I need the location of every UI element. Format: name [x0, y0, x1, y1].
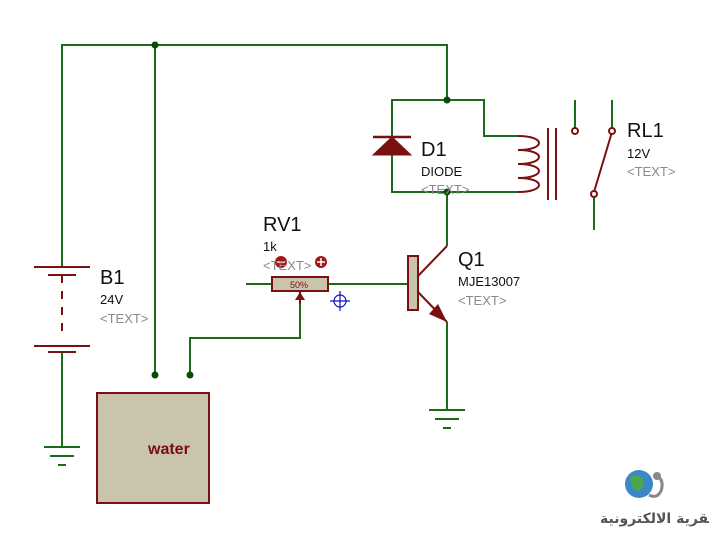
- transistor-ref: Q1: [458, 249, 485, 271]
- battery-ref: B1: [100, 267, 124, 289]
- battery-value: 24V: [100, 292, 123, 307]
- site-logo: القرية الالكترونية: [600, 470, 709, 527]
- relay-switch[interactable]: [571, 127, 616, 198]
- junction-dot: [151, 41, 159, 49]
- pot-ref: RV1: [263, 214, 302, 236]
- wire-top-rail: [61, 44, 448, 267]
- battery-text: <TEXT>: [100, 311, 148, 326]
- water-label: water: [147, 441, 190, 458]
- water-tank[interactable]: [96, 392, 210, 504]
- pot-text: <TEXT>: [263, 258, 311, 273]
- relay-coil[interactable]: [517, 128, 557, 200]
- transistor-text: <TEXT>: [458, 293, 506, 308]
- pot-wiper-value: 50%: [290, 280, 308, 290]
- pot-adjust-buttons[interactable]: [275, 256, 327, 268]
- ground-transistor: [429, 409, 465, 429]
- logo-text: القرية الالكترونية: [600, 511, 709, 527]
- relay-ref: RL1: [627, 120, 664, 142]
- wires: [61, 44, 613, 447]
- junctions: [151, 41, 451, 379]
- junction-dot: [186, 371, 194, 379]
- potentiometer-rv1[interactable]: 50%: [271, 276, 329, 304]
- junction-dot: [151, 371, 159, 379]
- ground-battery: [44, 446, 80, 466]
- battery-b1[interactable]: [34, 266, 90, 353]
- diode-value: DIODE: [421, 164, 463, 179]
- relay-value: 12V: [627, 146, 650, 161]
- crosshair-icon[interactable]: [330, 291, 350, 311]
- wire-wiper-probe: [189, 292, 301, 375]
- wire-coil-top: [447, 99, 518, 137]
- junction-dot: [443, 188, 451, 196]
- transistor-value: MJE13007: [458, 274, 520, 289]
- pot-value: 1k: [263, 239, 277, 254]
- relay-text: <TEXT>: [627, 164, 675, 179]
- transistor-q1[interactable]: [407, 245, 448, 323]
- diode-text: <TEXT>: [421, 182, 469, 197]
- diode-ref: D1: [421, 139, 447, 161]
- diode-d1[interactable]: [371, 135, 413, 156]
- junction-dot: [443, 96, 451, 104]
